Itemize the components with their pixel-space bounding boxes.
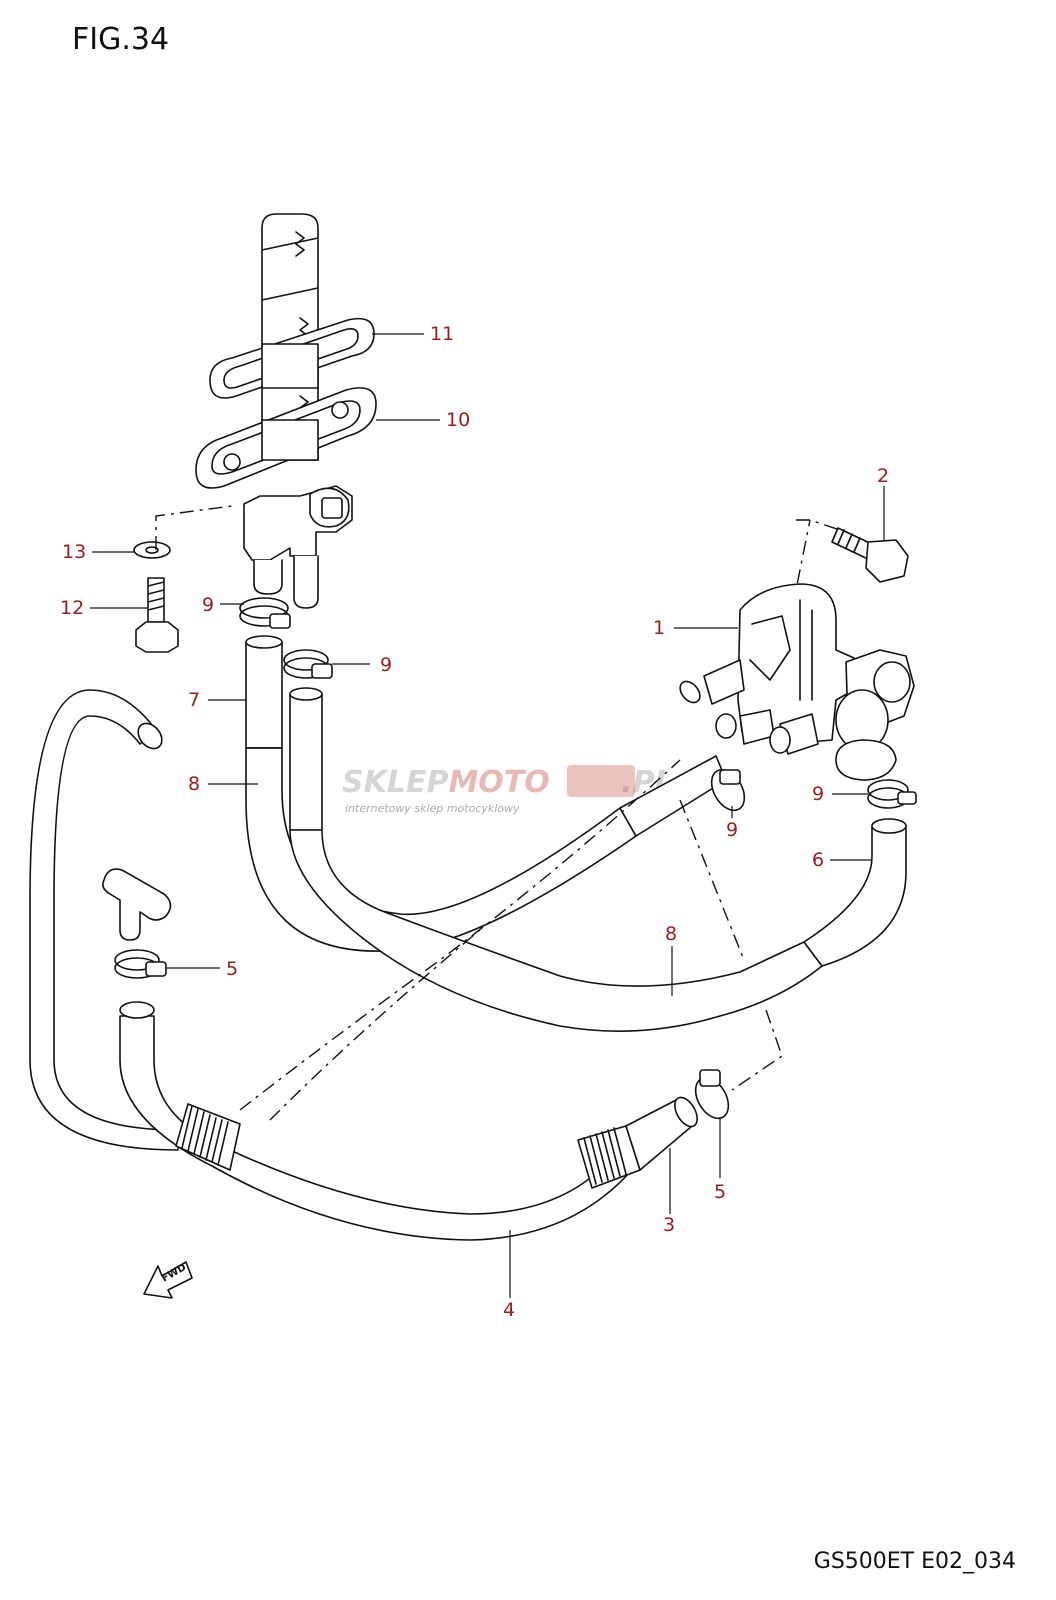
callout-3: 3 — [663, 1148, 675, 1236]
tee-joint — [102, 868, 172, 941]
svg-text:1: 1 — [653, 617, 665, 639]
hose-7 — [245, 641, 283, 749]
callout-8-left: 8 — [188, 773, 258, 795]
callout-9-center: 9 — [726, 806, 738, 841]
svg-text:5: 5 — [226, 958, 238, 980]
hose-6 — [803, 825, 907, 967]
callout-12: 12 — [60, 597, 148, 619]
callout-2: 2 — [877, 465, 889, 540]
watermark-brand-red: MOTO — [448, 765, 549, 800]
svg-text:8: 8 — [665, 923, 677, 945]
callout-9-right: 9 — [812, 783, 868, 805]
callout-1: 1 — [653, 617, 738, 639]
watermark-brand-grey: SKLEP — [342, 765, 448, 800]
callout-13: 13 — [62, 541, 134, 563]
svg-text:3: 3 — [663, 1214, 675, 1236]
callout-9-upper-left: 9 — [202, 594, 244, 616]
svg-text:9: 9 — [202, 594, 214, 616]
figure-title: FIG.34 — [72, 22, 170, 57]
svg-text:SKLEPMOTO.PL: SKLEPMOTO.PL — [342, 765, 674, 800]
svg-text:13: 13 — [62, 541, 86, 563]
callout-4: 4 — [503, 1230, 515, 1321]
overflow-hose — [29, 689, 179, 1151]
svg-text:2: 2 — [877, 465, 889, 487]
clamp-9-upper — [239, 597, 291, 629]
svg-text:6: 6 — [812, 849, 824, 871]
hose-7b — [289, 693, 323, 831]
clamp-5-left — [114, 949, 167, 979]
clamp-9-lower — [283, 649, 333, 679]
svg-text:5: 5 — [714, 1181, 726, 1203]
hose-sleeve-left — [175, 1103, 241, 1171]
watermark: SKLEPMOTO.PL internetowy sklep motocyklo… — [342, 765, 674, 815]
svg-text:9: 9 — [726, 819, 738, 841]
svg-text:4: 4 — [503, 1299, 515, 1321]
figure-code: GS500ET E02_034 — [813, 1549, 1016, 1574]
screw-12 — [135, 577, 179, 653]
svg-text:9: 9 — [380, 654, 392, 676]
callout-5-right: 5 — [714, 1118, 726, 1203]
fuel-cock-gasket — [195, 387, 377, 489]
callout-6: 6 — [812, 849, 872, 871]
watermark-tagline: internetowy sklep motocyklowy — [345, 802, 520, 815]
clamp-9-right — [867, 779, 917, 809]
hose-8-right — [289, 829, 823, 1032]
callout-7: 7 — [188, 689, 246, 711]
washer-13 — [133, 541, 171, 559]
svg-text:7: 7 — [188, 689, 200, 711]
callout-5-left: 5 — [166, 958, 238, 980]
svg-text:8: 8 — [188, 773, 200, 795]
svg-text:9: 9 — [812, 783, 824, 805]
svg-text:10: 10 — [446, 409, 470, 431]
fwd-arrow-icon: FWD — [143, 1261, 193, 1299]
fuel-cock-body — [243, 485, 353, 609]
callout-9-lower-left: 9 — [332, 654, 392, 676]
fuel-valve-1 — [679, 583, 915, 781]
bolt-2 — [831, 527, 909, 583]
clamp-5-right — [694, 1069, 730, 1120]
callout-8-right: 8 — [665, 923, 677, 996]
callout-10: 10 — [376, 409, 470, 431]
callout-11: 11 — [372, 323, 454, 345]
svg-text:12: 12 — [60, 597, 84, 619]
svg-text:11: 11 — [430, 323, 454, 345]
clamp-9-right-center — [710, 768, 746, 812]
